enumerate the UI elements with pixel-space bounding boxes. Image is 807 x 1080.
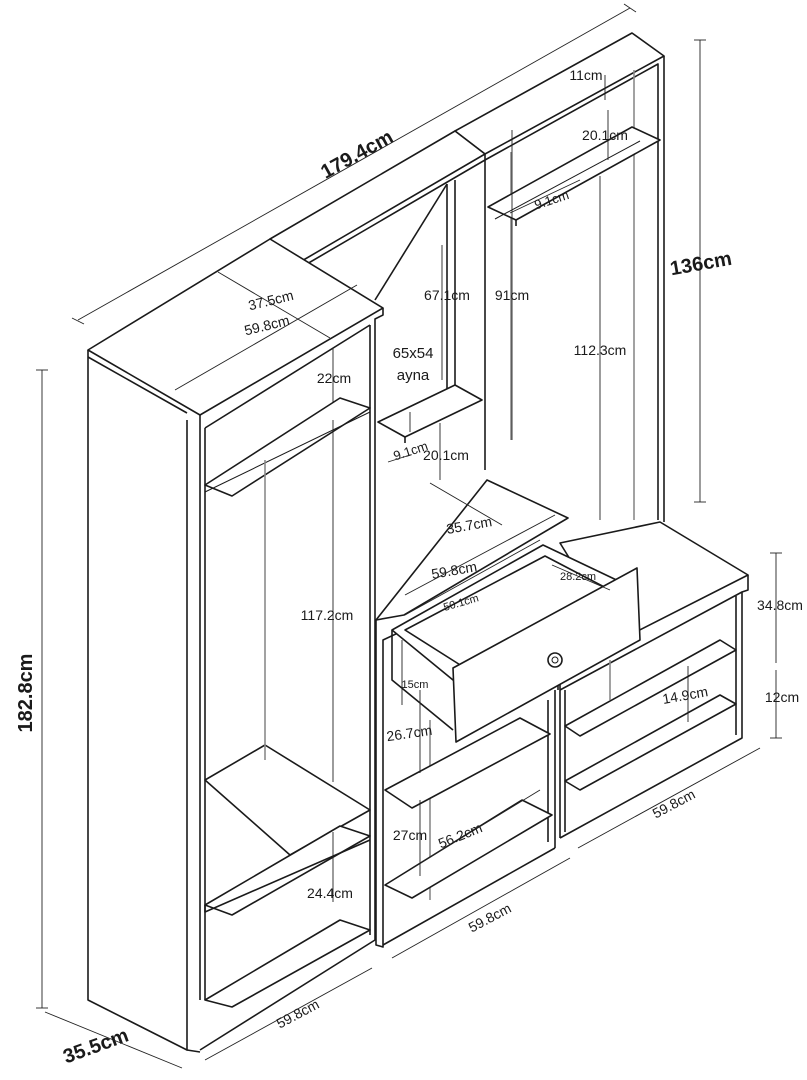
label-drawer-depth: 28.2cm [560, 571, 596, 583]
label-mirror-shelf-gap: 20.1cm [423, 447, 469, 463]
label-right-top-gap: 11cm [569, 67, 602, 83]
label-mirror-size: 65x54 [393, 345, 434, 362]
right-hutch [454, 32, 665, 522]
label-right-panel-height: 91cm [495, 287, 529, 303]
label-desk-width: 59.8cm [430, 558, 478, 582]
label-middle-bottom-width: 59.8cm [466, 900, 514, 936]
label-drawer-height: 15cm [402, 679, 429, 691]
label-bench-width: 59.8cm [650, 786, 698, 822]
bench-shelf-upper [564, 639, 737, 737]
label-left-bottom-shelf: 24.4cm [307, 885, 353, 901]
label-center-height: 136cm [668, 248, 733, 280]
label-mirror-height: 67.1cm [424, 287, 470, 303]
middle-shelf-upper [384, 717, 551, 809]
label-left-hanging: 117.2cm [301, 607, 354, 623]
label-bench-height: 34.8cm [757, 597, 803, 613]
label-bench-lower-gap: 12cm [765, 689, 799, 705]
drawer-front [452, 567, 641, 743]
wardrobe-top [87, 238, 384, 416]
drawer-knob-icon [547, 652, 563, 668]
label-left-top-shelf: 22cm [317, 370, 351, 386]
label-middle-upper-gap: 26.7cm [385, 722, 433, 744]
label-desk-depth: 35.7cm [445, 513, 493, 537]
left-wardrobe [87, 238, 384, 1053]
label-total-height: 182.8cm [15, 654, 37, 733]
label-depth: 35.5cm [60, 1024, 131, 1068]
wardrobe-shelf-2 [204, 825, 371, 916]
label-right-top-shelf: 20.1cm [582, 127, 628, 143]
middle-shelf-lower [384, 799, 553, 899]
bench-shelf-lower [564, 694, 737, 791]
labels: 179.4cm 182.8cm 35.5cm 136cm 37.5cm 59.8… [15, 67, 803, 1068]
label-right-hanging: 112.3cm [574, 342, 627, 358]
label-mirror-word: ayna [397, 367, 430, 384]
label-middle-lower-gap: 27cm [393, 827, 427, 843]
label-bench-upper-gap: 14.9cm [661, 683, 709, 707]
wardrobe-shelf-1 [204, 744, 371, 856]
mirror-shelf [377, 384, 483, 438]
wardrobe-bottom [204, 919, 371, 1008]
label-left-bottom-width: 59.8cm [274, 996, 322, 1032]
dimension-lines [36, 3, 782, 1069]
right-top-shelf [487, 126, 661, 221]
